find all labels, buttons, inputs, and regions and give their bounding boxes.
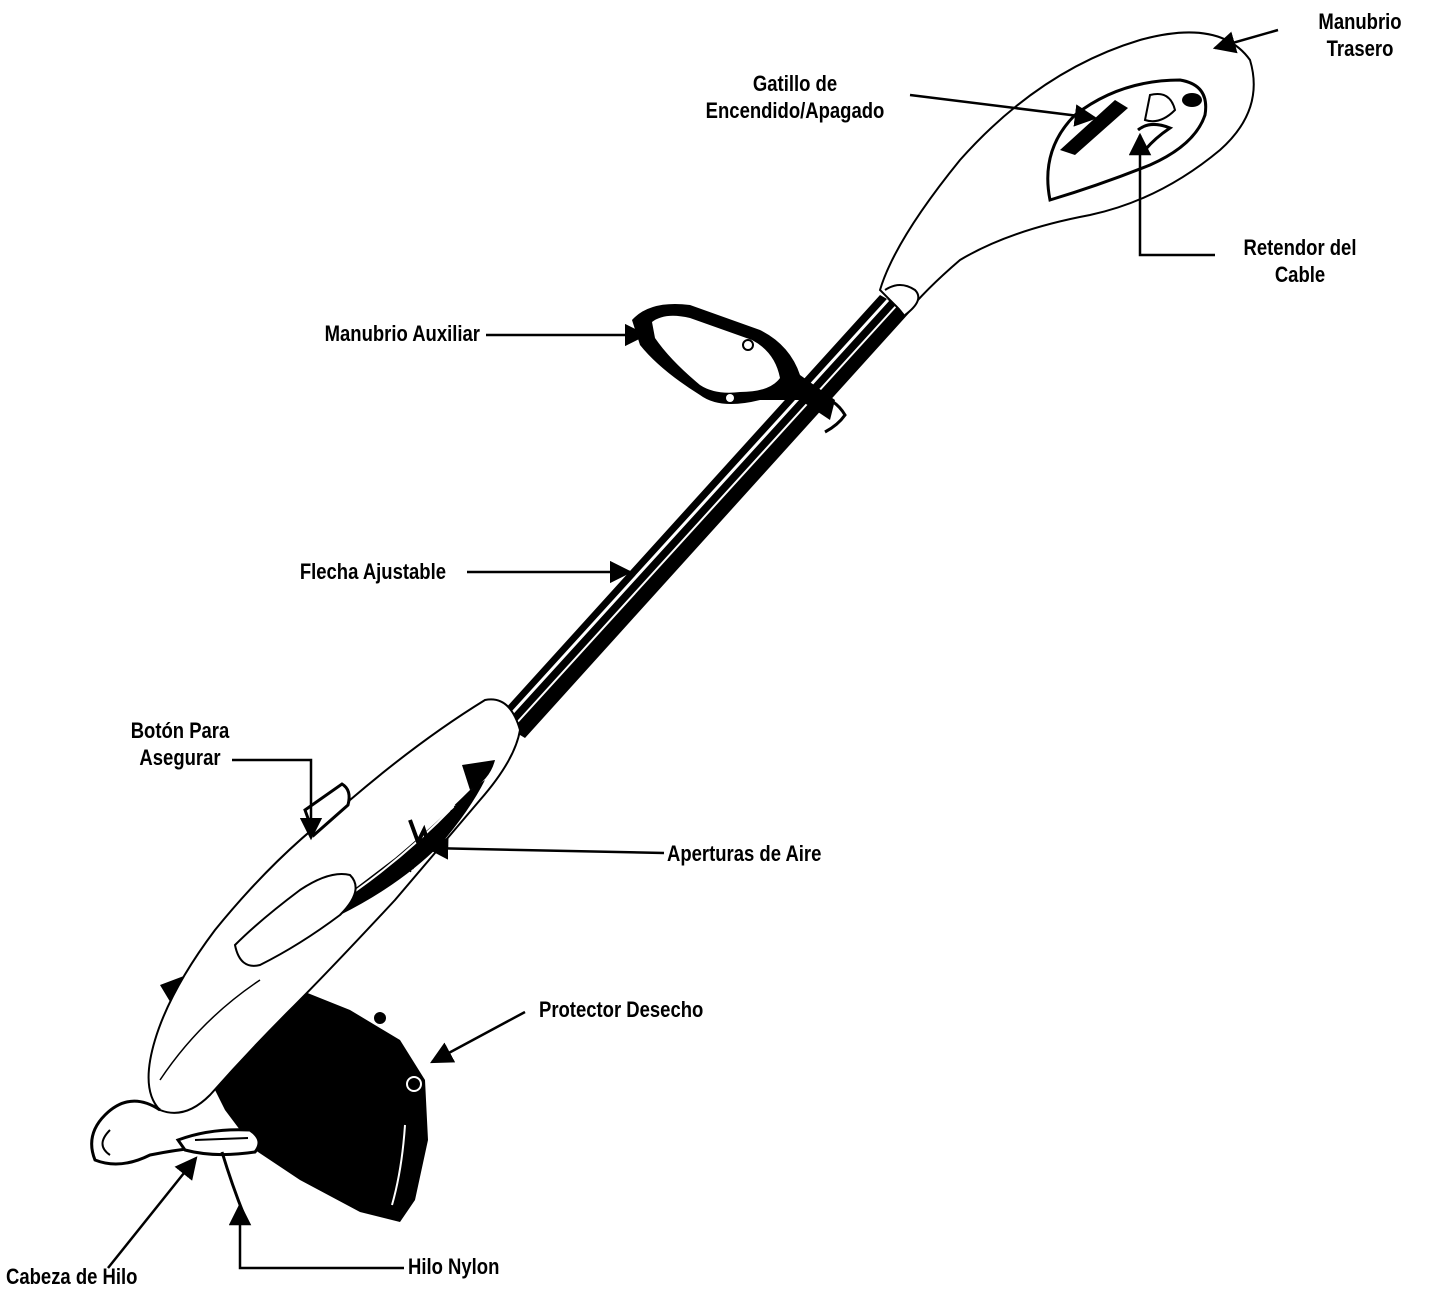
label-line: Botón Para <box>130 718 230 743</box>
leader-retendor <box>1128 132 1215 257</box>
label-line: Protector Desecho <box>539 997 704 1022</box>
label-hilo-nylon: Hilo Nylon <box>408 1253 576 1280</box>
leader-gatillo <box>909 93 1098 127</box>
leader-boton <box>232 758 323 841</box>
auxiliary-handle <box>632 304 847 434</box>
label-cabeza-hilo: Cabeza de Hilo <box>6 1263 191 1290</box>
label-line: Hilo Nylon <box>408 1254 500 1279</box>
label-retendor: Retendor del Cable <box>1216 234 1384 288</box>
leader-hilo-nylon <box>228 1202 404 1270</box>
adjustable-shaft <box>495 295 910 738</box>
label-line: Retendor del <box>1243 235 1357 260</box>
leader-cabeza <box>107 1156 198 1269</box>
label-flecha-ajustable: Flecha Ajustable <box>256 558 446 585</box>
label-gatillo: Gatillo de Encendido/Apagado <box>682 70 909 124</box>
label-line: Trasero <box>1326 36 1394 61</box>
trimmer-line-head <box>175 1128 261 1157</box>
label-line: Asegurar <box>139 745 221 770</box>
leader-lines <box>107 28 1279 1270</box>
label-aperturas-aire: Aperturas de Aire <box>667 840 885 867</box>
label-boton-asegurar: Botón Para Asegurar <box>96 717 264 771</box>
label-line: Cable <box>1274 262 1326 287</box>
leader-manubrio-trasero <box>1212 28 1279 54</box>
label-line: Flecha Ajustable <box>299 559 446 584</box>
label-protector-desecho: Protector Desecho <box>539 996 757 1023</box>
label-line: Encendido/Apagado <box>705 98 885 123</box>
label-line: Manubrio Auxiliar <box>324 321 480 346</box>
leader-protector <box>430 1010 526 1064</box>
motor-housing <box>147 698 522 1114</box>
rear-handle <box>878 31 1255 317</box>
label-line: Cabeza de Hilo <box>6 1264 138 1289</box>
label-manubrio-auxiliar: Manubrio Auxiliar <box>270 320 480 347</box>
label-line: Gatillo de <box>752 71 838 96</box>
label-line: Manubrio <box>1318 9 1402 34</box>
label-manubrio-trasero: Manubrio Trasero <box>1301 8 1419 62</box>
label-line: Aperturas de Aire <box>667 841 822 866</box>
power-cord <box>90 1099 196 1166</box>
leader-aperturas <box>425 837 665 860</box>
